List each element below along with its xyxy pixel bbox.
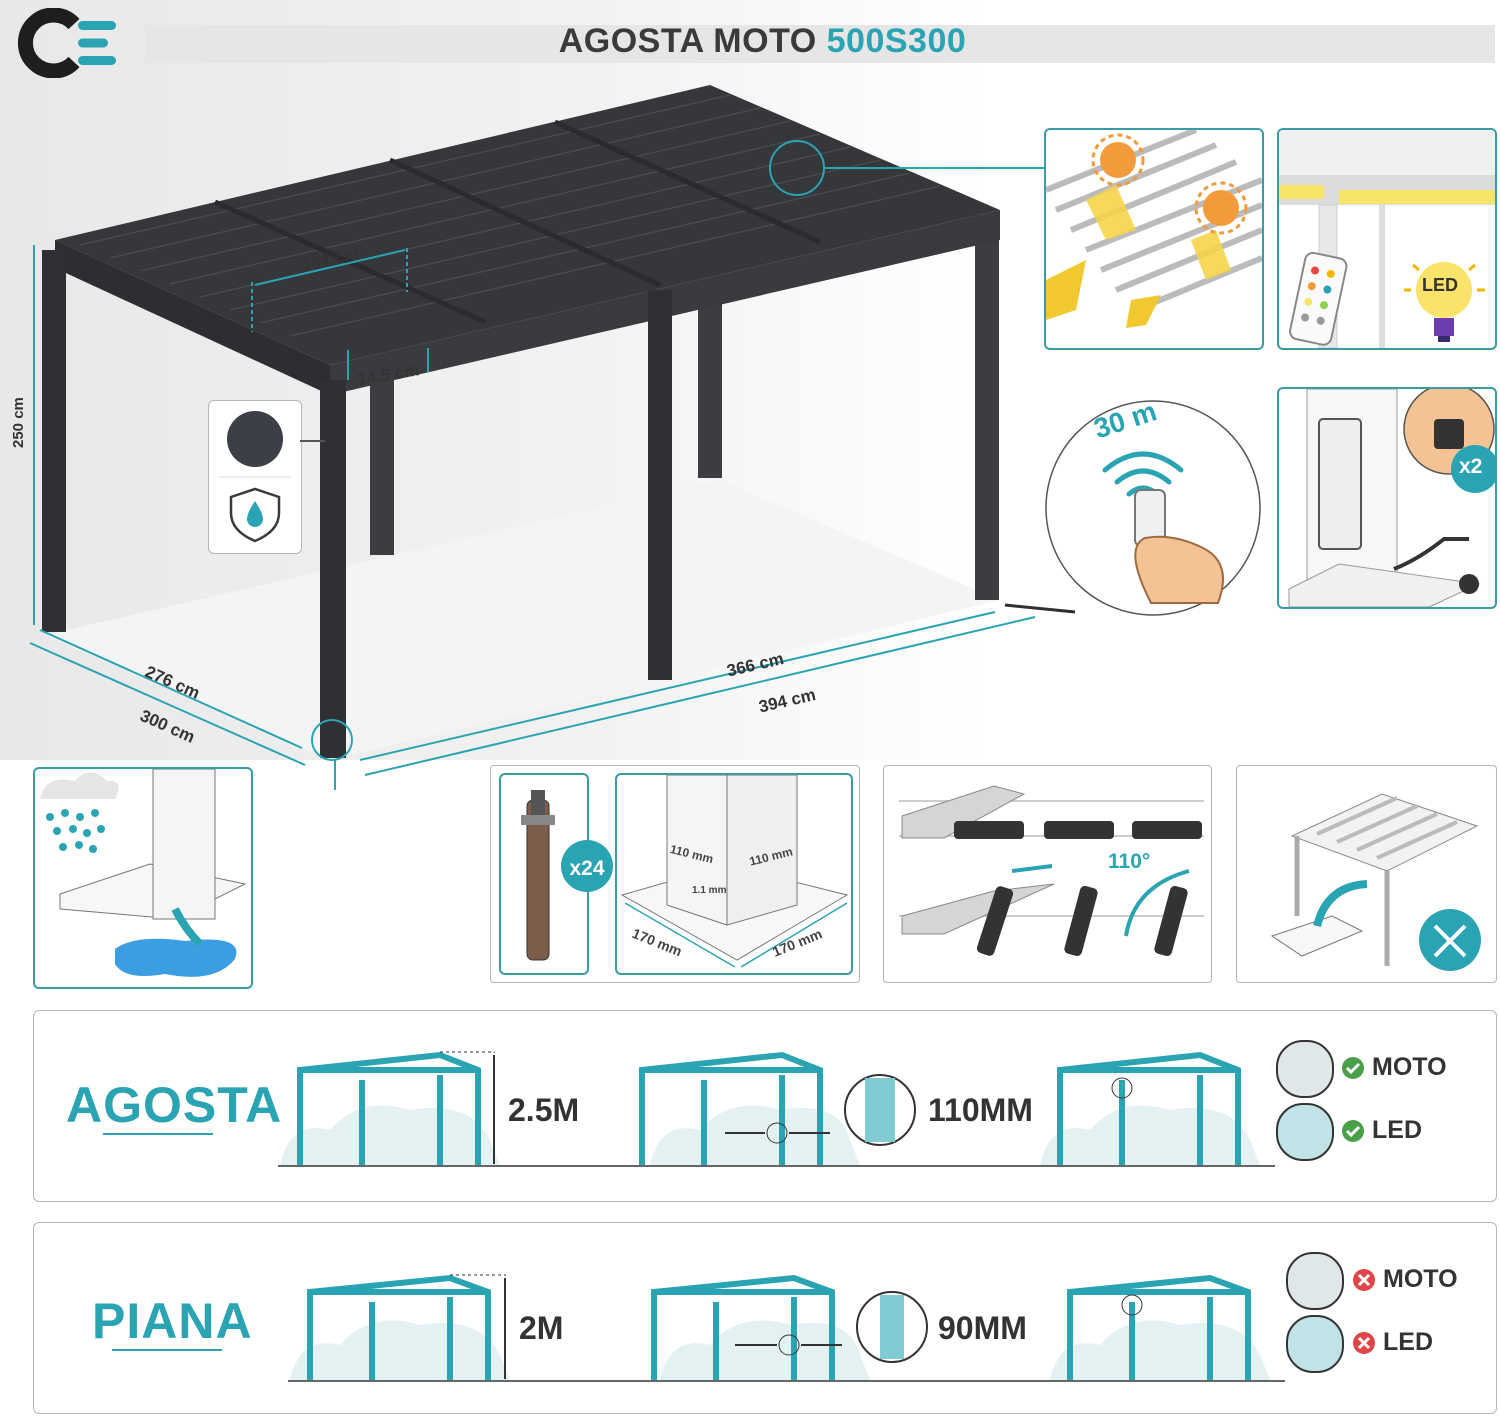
title-bar [145, 25, 1495, 63]
row-brand: AGOSTA [66, 1077, 283, 1133]
led-thumb [1286, 1315, 1344, 1373]
led-bulb-icon [1404, 262, 1485, 342]
led-label: LED [1422, 275, 1458, 295]
height-value: 2.5M [508, 1092, 580, 1128]
moto-label: MOTO [1383, 1265, 1458, 1293]
led-label: LED [1372, 1116, 1422, 1144]
moto-label: MOTO [1372, 1053, 1447, 1081]
hand-icon [1134, 535, 1224, 604]
panel-sun-louvers [1044, 128, 1264, 350]
sun-icon [1091, 133, 1145, 187]
piana-diagrams [285, 1260, 1285, 1390]
cross-icon [1352, 1268, 1376, 1292]
panel-assembly [1236, 765, 1497, 983]
remote-range-panel [1043, 398, 1263, 618]
rotation-arrow-icon [1124, 869, 1190, 937]
led-label: LED [1383, 1328, 1433, 1356]
comparison-row-piana [33, 1222, 1497, 1414]
sun-icon-2 [1194, 181, 1248, 235]
panel-louver-tilt [883, 765, 1212, 983]
pergola-illustration [0, 70, 1080, 790]
power-count-badge [1451, 445, 1495, 493]
led-thumb [1276, 1103, 1334, 1161]
rain-drops-icon [46, 809, 105, 853]
gap-label: 1.1 mm [692, 885, 727, 896]
cross-icon [1352, 1331, 1376, 1355]
base-plate-card [615, 773, 853, 975]
anchor-count-badge [561, 840, 613, 892]
brand-underline [112, 1349, 222, 1351]
panel-water-drainage [33, 767, 253, 989]
panel-led [1277, 128, 1497, 350]
moto-thumb [1286, 1252, 1344, 1310]
anchor-count-label: x24 [569, 857, 605, 880]
height-value: 2M [519, 1310, 564, 1346]
post-value: 90MM [938, 1310, 1027, 1346]
remote-control-icon [1289, 251, 1348, 346]
arrow-icon [1011, 864, 1053, 873]
unpack-arrow-icon [1313, 880, 1368, 928]
comparison-row-agosta [33, 1010, 1497, 1202]
brand-logo [14, 8, 119, 78]
post-value: 110MM [928, 1092, 1033, 1128]
brand-underline [103, 1133, 213, 1135]
check-icon [1341, 1119, 1365, 1143]
row-brand: PIANA [92, 1293, 253, 1349]
title-model: 500S300 [826, 22, 967, 60]
shield-icon [229, 487, 281, 543]
tilt-angle-label: 110° [1108, 850, 1151, 873]
panel-power-supply [1277, 387, 1497, 609]
moto-thumb [1276, 1040, 1334, 1098]
power-count-label: x2 [1459, 455, 1483, 478]
panel-anchors: x24 [490, 765, 860, 983]
plug-icon [1459, 574, 1479, 594]
finish-leader [300, 440, 325, 442]
power-cable [1393, 537, 1469, 571]
water-puddle [115, 938, 237, 977]
check-icon [1341, 1056, 1365, 1080]
cloud-icon [40, 772, 119, 799]
finish-callout [208, 400, 302, 554]
box-icon [1270, 915, 1364, 957]
title-prefix: AGOSTA MOTO [558, 22, 817, 60]
agosta-diagrams [275, 1040, 1275, 1175]
water-drop-icon [247, 501, 263, 527]
page-title: AGOSTA MOTO 500S300 [145, 22, 1380, 61]
dim-height: 250 cm [10, 397, 27, 448]
